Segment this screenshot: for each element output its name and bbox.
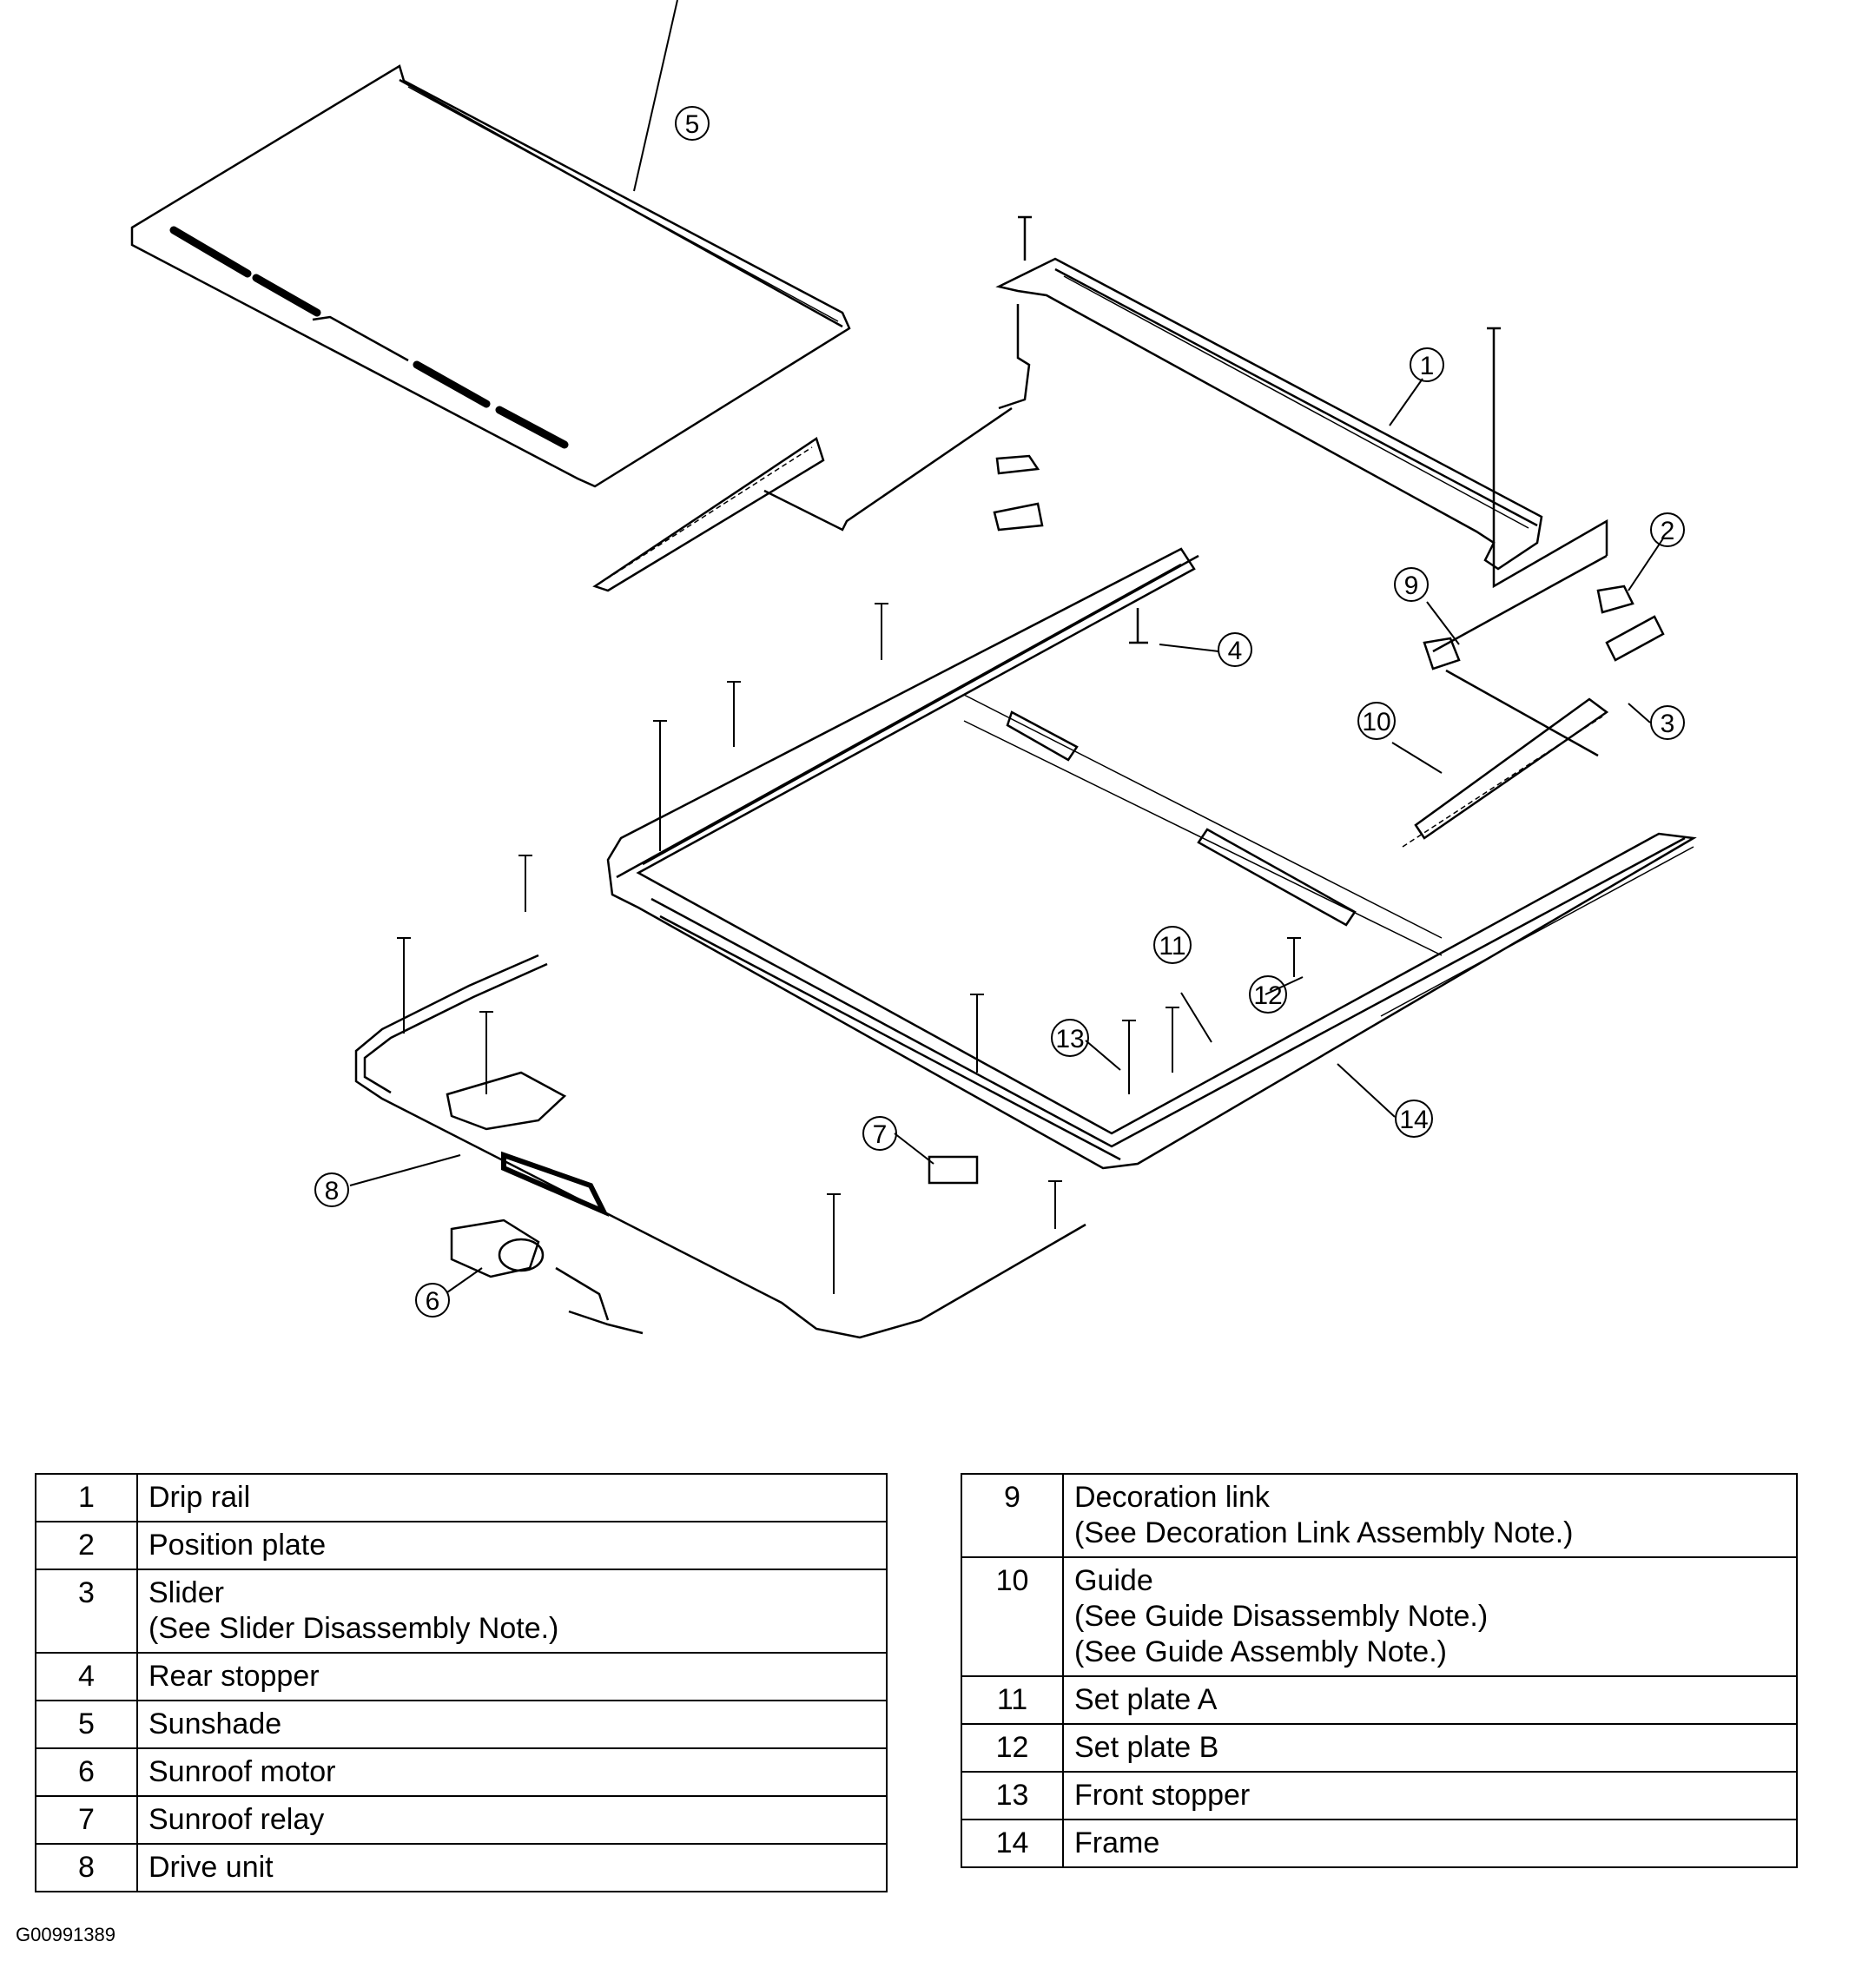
part-number: 7	[35, 1795, 138, 1845]
frame-part	[606, 547, 1697, 1170]
callout-11: 11	[1153, 926, 1192, 964]
part-name: Position plate	[136, 1521, 888, 1570]
drip-rail-part	[995, 215, 1543, 571]
rear-stopper-part	[1129, 608, 1148, 644]
svg-text:2: 2	[1661, 517, 1675, 545]
callout-3: 3	[1650, 705, 1685, 740]
svg-text:4: 4	[1228, 637, 1243, 665]
callout-12: 12	[1249, 975, 1287, 1014]
callout-8: 8	[314, 1172, 349, 1207]
sunroof-motor-part	[450, 1219, 644, 1335]
svg-text:9: 9	[1404, 571, 1419, 600]
leader-lines	[349, 0, 1664, 1293]
svg-text:12: 12	[1253, 981, 1282, 1010]
part-number: 13	[961, 1771, 1064, 1820]
exploded-parts-diagram: 5 1 2 9 4 3 10 11 12 13 14 7 8 6	[130, 0, 1697, 1339]
part-number: 9	[961, 1473, 1064, 1558]
part-name: Slider(See Slider Disassembly Note.)	[136, 1569, 888, 1654]
right-side-parts	[1402, 327, 1665, 848]
callout-7: 7	[862, 1116, 897, 1151]
screw-fasteners	[397, 603, 1301, 1294]
svg-text:10: 10	[1362, 708, 1390, 736]
sunshade-part	[130, 64, 851, 488]
part-name: Rear stopper	[136, 1652, 888, 1701]
part-number: 5	[35, 1700, 138, 1749]
part-number: 2	[35, 1521, 138, 1570]
part-note: (See Guide Disassembly Note.)	[1074, 1600, 1489, 1633]
svg-text:14: 14	[1399, 1106, 1428, 1134]
part-number: 1	[35, 1473, 138, 1522]
svg-text:11: 11	[1159, 932, 1185, 961]
svg-text:1: 1	[1420, 352, 1435, 380]
sunroof-relay-part	[928, 1155, 979, 1185]
part-number: 10	[961, 1556, 1064, 1677]
part-note: (See Guide Assembly Note.)	[1074, 1635, 1447, 1668]
svg-text:6: 6	[426, 1287, 440, 1316]
callout-1: 1	[1410, 347, 1444, 382]
part-number: 11	[961, 1675, 1064, 1725]
part-name: Set plate B	[1062, 1723, 1798, 1773]
callout-2: 2	[1650, 512, 1685, 547]
drive-unit-cables	[354, 954, 1086, 1339]
svg-text:5: 5	[685, 110, 700, 139]
part-note: (See Decoration Link Assembly Note.)	[1074, 1516, 1574, 1549]
part-number: 4	[35, 1652, 138, 1701]
part-name: Frame	[1062, 1819, 1798, 1868]
callout-markers: 5 1 2 9 4 3 10 11 12 13 14 7 8 6	[314, 106, 1685, 1318]
callout-13: 13	[1051, 1019, 1089, 1057]
callout-14: 14	[1395, 1100, 1433, 1138]
part-note: (See Slider Disassembly Note.)	[149, 1612, 559, 1645]
part-name: Sunroof motor	[136, 1747, 888, 1797]
part-name: Sunroof relay	[136, 1795, 888, 1845]
part-number: 12	[961, 1723, 1064, 1773]
part-name: Sunshade	[136, 1700, 888, 1749]
svg-text:3: 3	[1661, 710, 1675, 738]
callout-6: 6	[415, 1283, 450, 1318]
figure-id: G00991389	[16, 1924, 116, 1945]
callout-4: 4	[1218, 632, 1252, 667]
part-number: 8	[35, 1843, 138, 1892]
callout-5: 5	[675, 106, 710, 141]
part-name: Decoration link(See Decoration Link Asse…	[1062, 1473, 1798, 1558]
part-name: Set plate A	[1062, 1675, 1798, 1725]
svg-text:13: 13	[1055, 1025, 1084, 1053]
svg-text:7: 7	[873, 1120, 888, 1149]
part-name: Drip rail	[136, 1473, 888, 1522]
svg-text:8: 8	[325, 1177, 340, 1205]
part-name: Front stopper	[1062, 1771, 1798, 1820]
callout-9: 9	[1394, 567, 1429, 602]
part-number: 14	[961, 1819, 1064, 1868]
part-name: Guide(See Guide Disassembly Note.)(See G…	[1062, 1556, 1798, 1677]
callout-10: 10	[1357, 702, 1396, 740]
part-number: 6	[35, 1747, 138, 1797]
part-name: Drive unit	[136, 1843, 888, 1892]
part-number: 3	[35, 1569, 138, 1654]
left-guide-assembly	[592, 304, 1044, 592]
